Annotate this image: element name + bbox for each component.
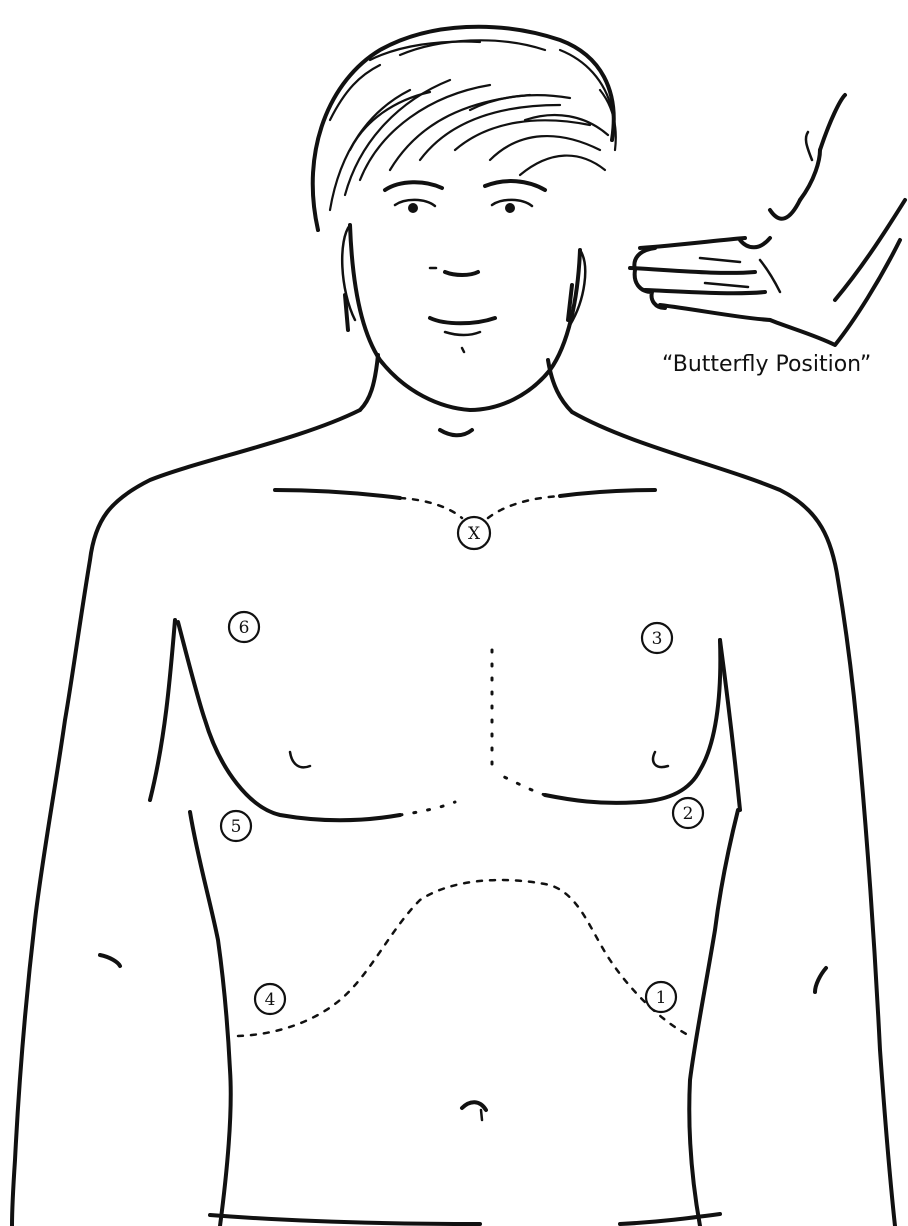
- point-label-2: 2: [683, 804, 694, 824]
- face-drawing: [342, 181, 585, 410]
- point-marker-2: 2: [673, 798, 703, 828]
- point-marker-5: 5: [221, 811, 251, 841]
- point-marker-1: 1: [646, 982, 676, 1012]
- point-label-5: 5: [231, 817, 242, 837]
- point-label-x: X: [468, 524, 481, 544]
- point-label-4: 4: [265, 990, 276, 1010]
- hair-drawing: [313, 27, 616, 230]
- point-label-1: 1: [656, 988, 667, 1008]
- butterfly-hand-drawing: [630, 95, 905, 345]
- point-marker-3: 3: [642, 623, 672, 653]
- torso-drawing: [12, 355, 895, 1226]
- point-label-6: 6: [239, 618, 250, 638]
- point-marker-6: 6: [229, 612, 259, 642]
- caption-butterfly-position: “Butterfly Position”: [662, 352, 871, 377]
- point-marker-4: 4: [255, 984, 285, 1014]
- point-label-3: 3: [652, 629, 663, 649]
- point-marker-x: X: [458, 517, 490, 549]
